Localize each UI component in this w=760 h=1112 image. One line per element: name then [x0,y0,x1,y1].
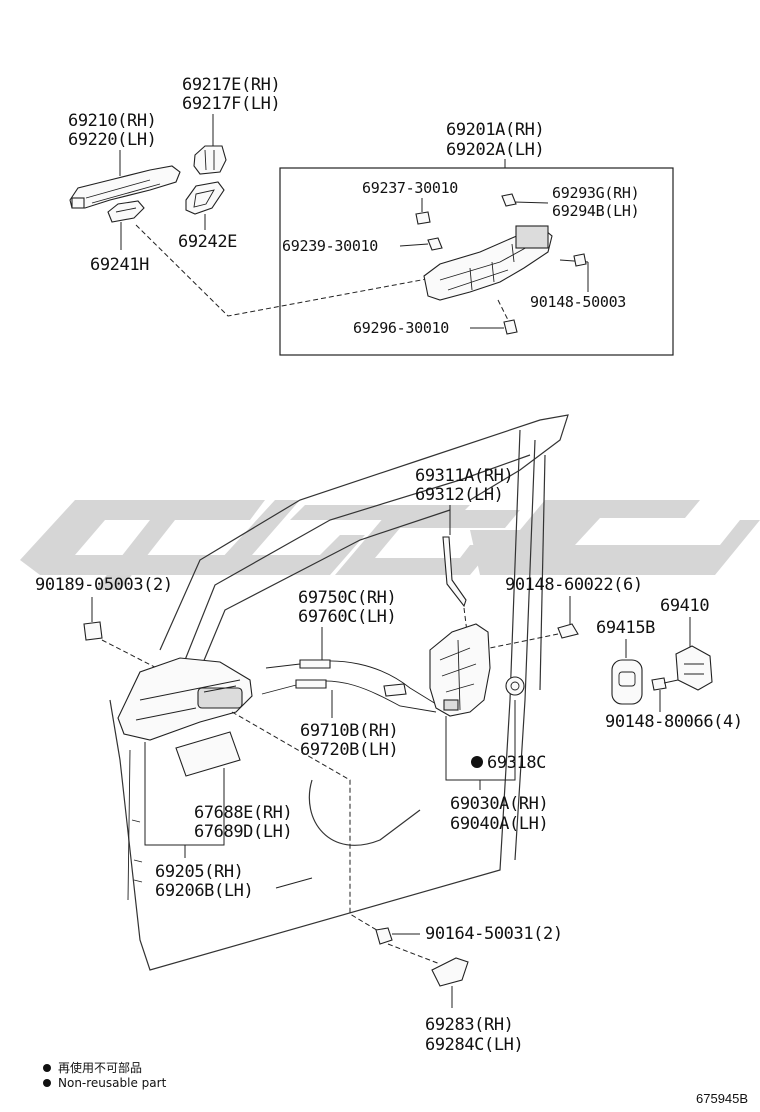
screw-lock-part [557,623,579,639]
legend-text-cn: 再使用不可部品 [58,1060,142,1075]
lock-assy-label-lh: 69040A(LH) [450,814,548,834]
outer-handle-label-rh: 69210(RH) [68,111,157,131]
lock-assy-label-rh: 69030A(RH) [450,794,548,814]
frame-part-3-label-rh: 69293G(RH) [552,184,639,202]
frame-assy-box [279,167,674,356]
cable-b-label-lh: 69720B(LH) [300,740,398,760]
lock-rod-label-rh: 69311A(RH) [415,466,513,486]
cover-label-lh: 69284C(LH) [425,1035,523,1055]
frame-assy-group: 69201A(RH) 69202A(LH) 69237-30010 69239-… [279,120,674,356]
inner-handle-part [117,657,253,741]
lock-assy-group: 69318C 69030A(RH) 69040A(LH) [429,623,549,834]
inner-handle-group: 67688E(RH) 67689D(LH) 69205(RH) 69206B(L… [117,657,381,933]
non-reusable-marker [471,756,483,768]
cable-b-label-rh: 69710B(RH) [300,721,398,741]
cable-b-part [261,680,437,713]
lock-grommet-label: 69318C [487,753,546,773]
screw-lock-group: 90148-60022(6) [489,575,643,649]
frame-part-2 [427,237,443,251]
cover-part [431,957,469,987]
handle-pad-b-part [185,181,225,215]
striker-screw-part [651,677,667,691]
reference-number: 675945B [696,1091,748,1106]
inner-bezel-label-lh: 67689D(LH) [194,822,292,842]
striker-cover-part [611,659,643,705]
outer-handle-group: 69210(RH) 69220(LH) 69217E(RH) 69217F(LH… [68,75,433,317]
striker-part [675,645,713,691]
legend: 再使用不可部品 Non-reusable part [43,1060,167,1090]
clip-left-group: 90189-05003(2) [35,575,181,681]
striker-group: 69410 69415B 90148-80066(4) [596,596,743,732]
inner-handle-label-rh: 69205(RH) [155,862,244,882]
handle-cover-part [193,145,227,175]
handle-pad-a-label: 69241H [90,255,149,275]
cables-group: 69750C(RH) 69760C(LH) 69710B(RH) 69720B(… [261,588,437,760]
frame-assy-label-lh: 69202A(LH) [446,140,544,160]
cable-a-part [265,660,437,705]
inner-handle-label-lh: 69206B(LH) [155,881,253,901]
handle-cover-label-lh: 69217F(LH) [182,94,280,114]
frame-part-1-label: 69237-30010 [362,179,458,197]
frame-part-2-label: 69239-30010 [282,237,378,255]
striker-label: 69410 [660,596,709,616]
frame-part-3-label-lh: 69294B(LH) [552,202,639,220]
cable-a-label-lh: 69760C(LH) [298,607,396,627]
inner-bezel-part [175,731,241,777]
lock-rod-label-lh: 69312(LH) [415,485,504,505]
frame-assy-label-rh: 69201A(RH) [446,120,544,140]
lock-grommet-part [505,676,525,696]
frame-part-5-label: 69296-30010 [353,319,449,337]
clip-left-label: 90189-05003(2) [35,575,173,595]
cable-a-label-rh: 69750C(RH) [298,588,396,608]
door-outline [109,414,569,971]
bolt-cover-group: 90164-50031(2) 69283(RH) 69284C(LH) [375,924,563,1055]
lock-rod-group: 69311A(RH) 69312(LH) [415,466,514,641]
screw-lock-label: 90148-60022(6) [505,575,643,595]
handle-pad-b-label: 69242E [178,232,237,252]
legend-text-en: Non-reusable part [58,1076,167,1090]
handle-pad-a-part [107,200,145,223]
striker-cover-label: 69415B [596,618,655,638]
bolt-label: 90164-50031(2) [425,924,563,944]
handle-cover-label-rh: 69217E(RH) [182,75,280,95]
clip-left-part [83,621,103,641]
frame-part-3 [501,193,517,207]
frame-part-4-label: 90148-50003 [530,293,626,311]
bolt-part [375,927,393,945]
watermark-logo [20,500,760,590]
cover-label-rh: 69283(RH) [425,1015,514,1035]
frame-part-1 [415,211,431,225]
frame-part-5 [503,319,518,335]
striker-screw-label: 90148-80066(4) [605,712,743,732]
frame-part-4 [573,253,587,267]
lock-rod-part [442,536,467,608]
inner-bezel-label-rh: 67688E(RH) [194,803,292,823]
outer-handle-label-lh: 69220(LH) [68,130,157,150]
